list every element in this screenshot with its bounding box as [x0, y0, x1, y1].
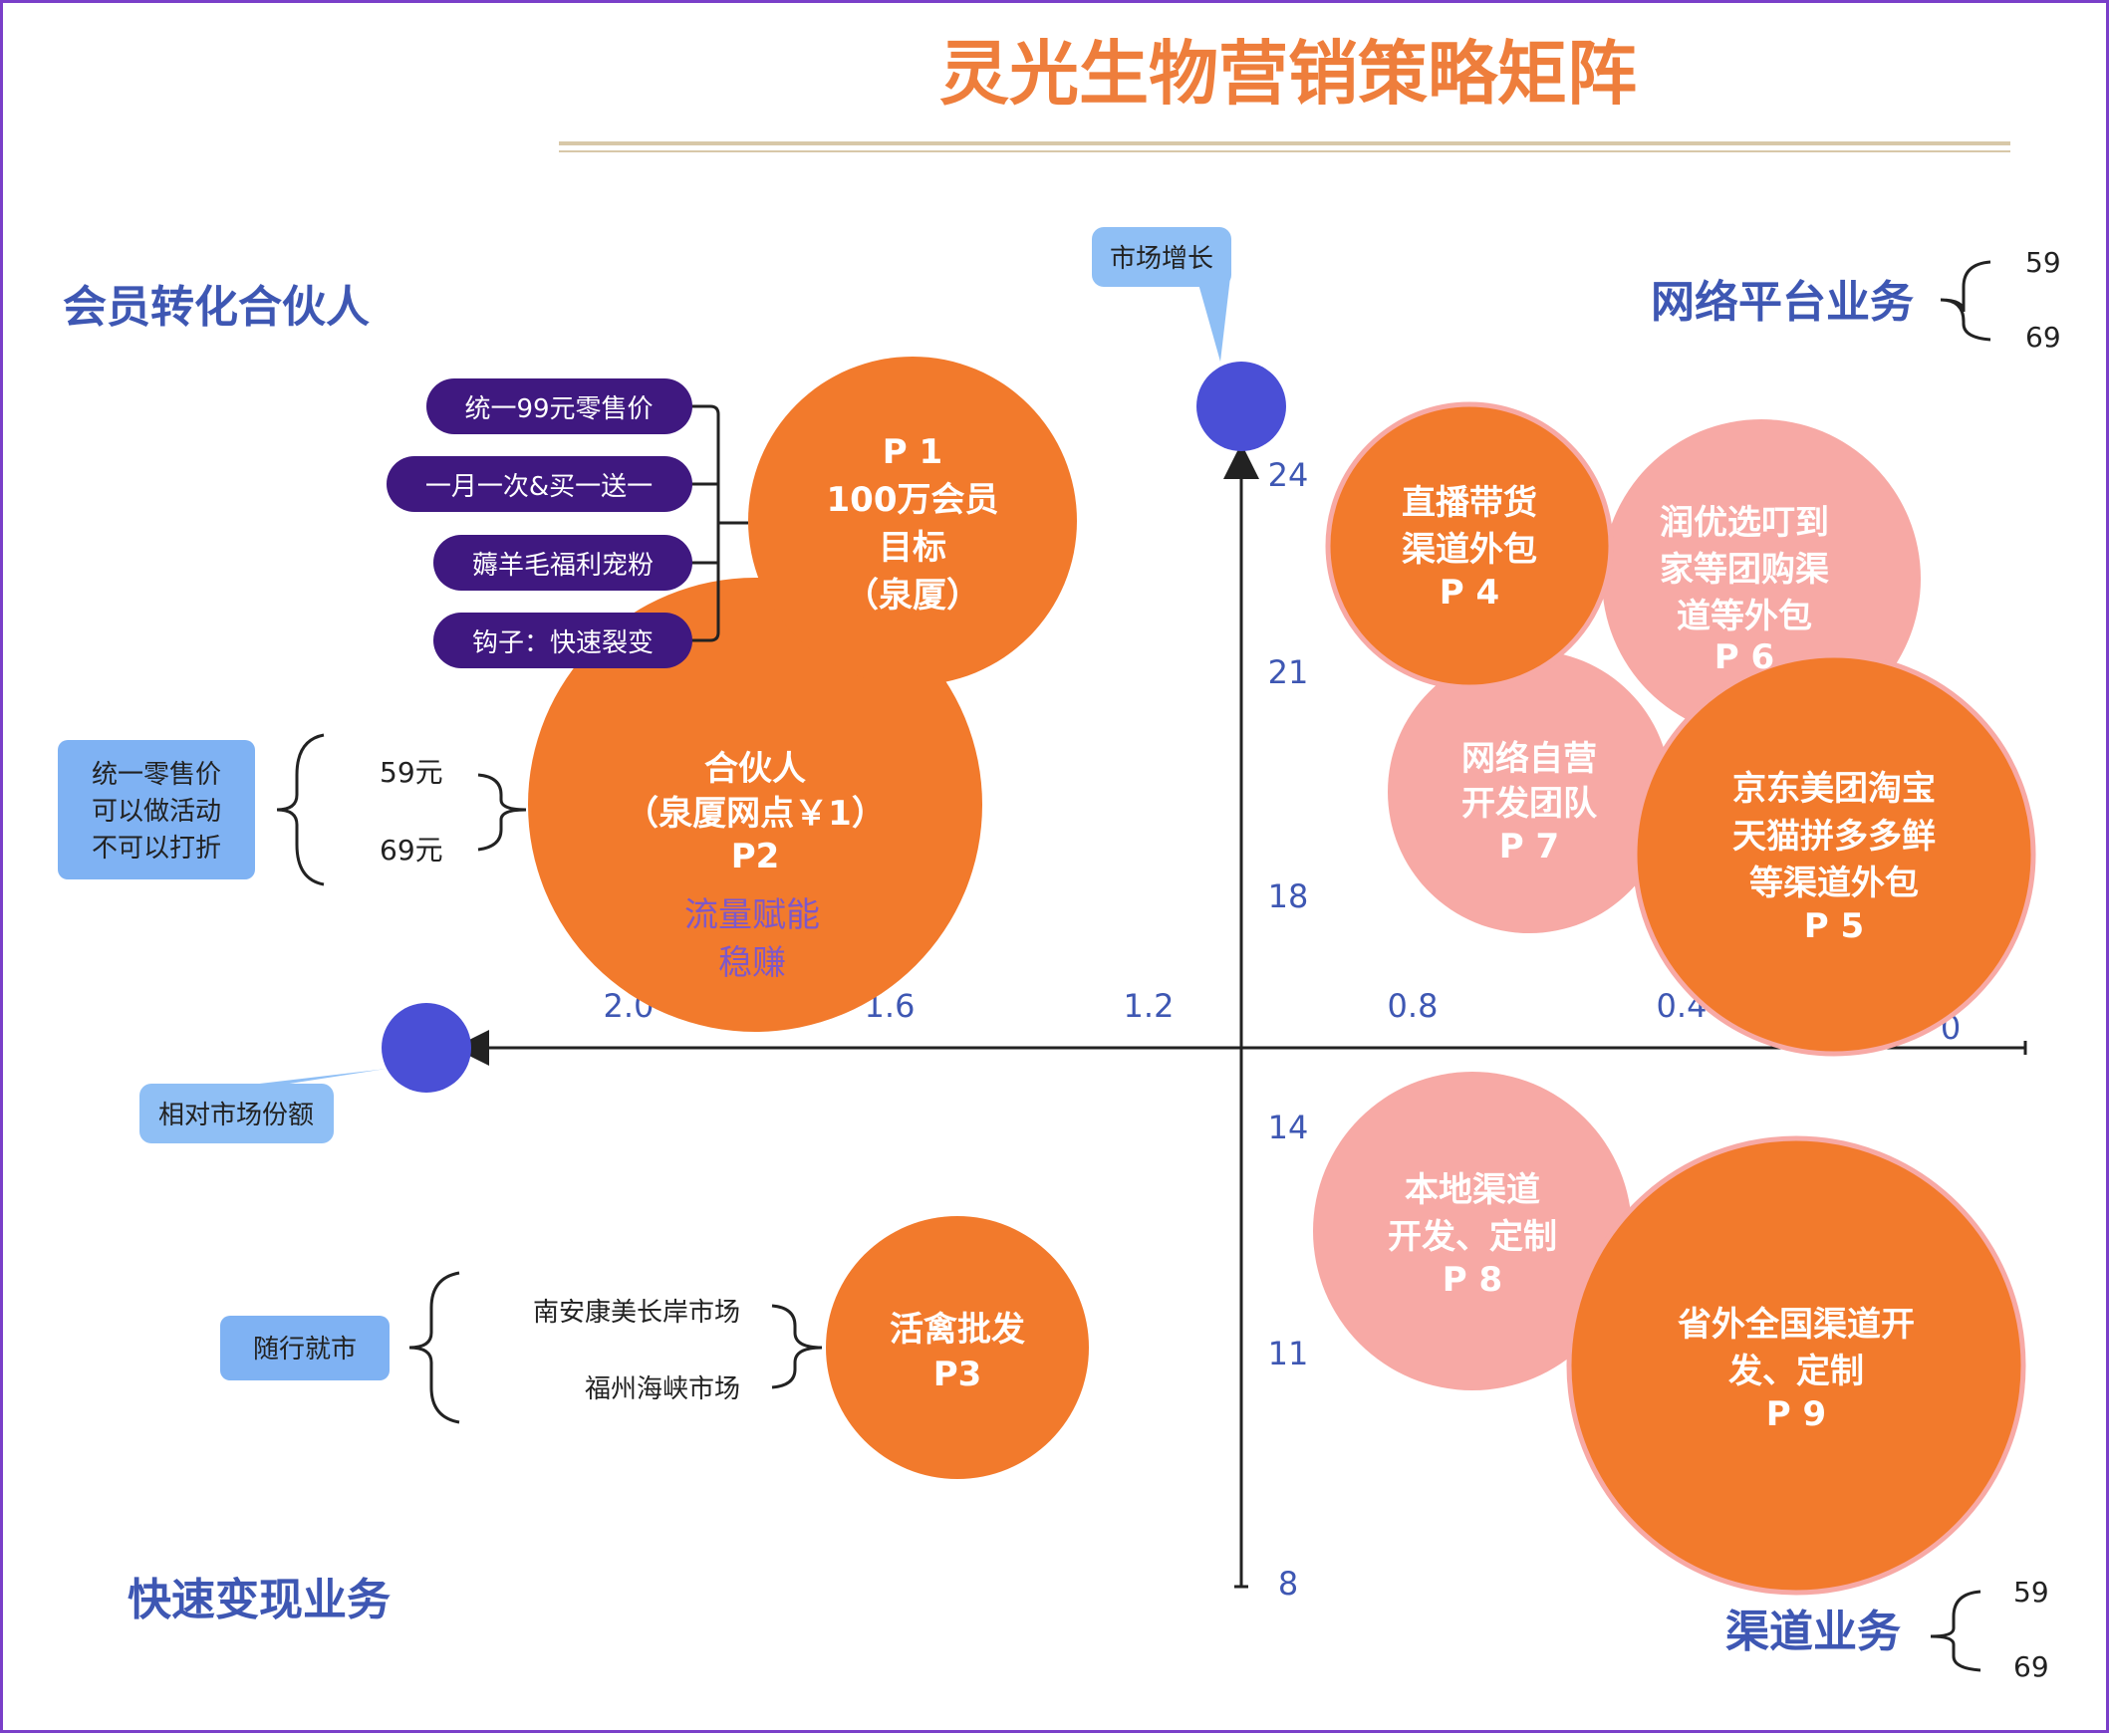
bubble-label-line: 开发团队 [1461, 784, 1598, 824]
matrix-chart: 灵光生物营销策略矩阵 24 21 18 14 11 8 2.0 1.6 1.2 … [58, 33, 2061, 1683]
bubble-label-line: 本地渠道 [1405, 1170, 1540, 1210]
x-tick: 1.2 [1124, 987, 1175, 1025]
bubble-p2-label: 合伙人 （泉厦网点￥1） P2 流量赋能 稳赚 [625, 749, 886, 983]
bubble-label-line: 目标 [879, 528, 946, 568]
bubble-sub-line: 稳赚 [718, 943, 786, 983]
p3-market: 南安康美长岸市场 [533, 1298, 740, 1328]
y-tick: 11 [1268, 1335, 1309, 1372]
price-value: 59 [2025, 246, 2061, 279]
bubble-label-line: P2 [731, 837, 780, 876]
x-tick: 0.8 [1388, 987, 1439, 1025]
y-axis-dot [1196, 362, 1286, 451]
bubble-label-line: P 9 [1766, 1394, 1826, 1434]
y-tick: 21 [1268, 653, 1309, 691]
price-brace [1940, 260, 1991, 342]
quadrant-top-left: 会员转化合伙人 [63, 282, 370, 333]
bubble-p4-label: 直播带货 渠道外包 P 4 [1402, 483, 1537, 613]
bubble-p7-label: 网络自营 开发团队 P 7 [1461, 739, 1598, 867]
bubble-p4 [1325, 401, 1614, 690]
p2-close-brace [477, 773, 527, 852]
bubble-label-line: 直播带货 [1402, 483, 1537, 523]
bubble-label-line: （泉厦） [845, 576, 980, 616]
bubble-p1 [748, 357, 1077, 685]
bubble-label-line: 京东美团淘宝 [1732, 769, 1936, 809]
p2-note-line: 可以做活动 [92, 797, 221, 827]
p3-close-brace [771, 1304, 823, 1389]
page-title: 灵光生物营销策略矩阵 [939, 33, 1637, 115]
x-axis-callout [139, 1084, 334, 1143]
bubble-label-line: 道等外包 [1677, 597, 1812, 636]
bubble-label-line: 100万会员 [827, 480, 999, 520]
y-tick: 14 [1268, 1109, 1309, 1146]
bubble-label-line: 等渠道外包 [1749, 864, 1919, 903]
bubble-label-line: P 7 [1499, 827, 1559, 867]
bubble-label-line: P 8 [1443, 1260, 1502, 1300]
y-axis-label: 市场增长 [1110, 244, 1213, 274]
p1-tag-text: 统一99元零售价 [464, 394, 653, 424]
bubble-label-line: 天猫拼多多鲜 [1732, 817, 1936, 857]
y-axis-callout-tail [1196, 277, 1230, 362]
y-tick: 24 [1268, 456, 1309, 494]
p2-note-box [58, 740, 255, 879]
bubble-label-line: 合伙人 [704, 749, 806, 789]
p1-tag-pill [433, 535, 692, 591]
bubble-p3-label: 活禽批发 P3 [890, 1310, 1025, 1394]
p2-open-brace [276, 733, 325, 886]
p3-note-text: 随行就市 [253, 1335, 357, 1364]
bubble-label-line: （泉厦网点￥1） [625, 794, 886, 834]
y-tick: 8 [1278, 1565, 1298, 1603]
bubble-sub-line: 流量赋能 [684, 895, 820, 935]
bubble-label-line: 家等团购渠 [1660, 550, 1829, 590]
bubble-label-line: 活禽批发 [890, 1310, 1025, 1350]
p3-open-brace [408, 1271, 460, 1424]
y-tick: 18 [1268, 877, 1309, 915]
p2-note-line: 不可以打折 [92, 834, 221, 864]
p3-market: 福州海峡市场 [585, 1374, 740, 1404]
bubble-p9-label: 省外全国渠道开 发、定制 P 9 [1678, 1305, 1915, 1434]
quadrant-top-right: 网络平台业务 [1651, 277, 1914, 328]
price-value: 69 [2025, 321, 2061, 354]
p1-tag-pill [433, 613, 692, 668]
p1-tag-pill [426, 378, 692, 434]
y-axis-callout [1092, 227, 1231, 287]
bubble-label-line: P3 [933, 1355, 982, 1394]
bubble-p8-label: 本地渠道 开发、定制 P 8 [1388, 1170, 1557, 1300]
p2-note-line: 统一零售价 [92, 760, 221, 790]
bubble-label-line: P 6 [1714, 637, 1774, 677]
bubble-p5-label: 京东美团淘宝 天猫拼多多鲜 等渠道外包 P 5 [1732, 769, 1936, 946]
quadrant-bottom-left: 快速变现业务 [128, 1575, 391, 1625]
p2-price: 69元 [380, 834, 443, 867]
bubble-p7 [1388, 650, 1671, 933]
x-axis-dot [382, 1003, 471, 1093]
bubble-p1-label: P 1 100万会员 目标 （泉厦） [827, 432, 999, 616]
p1-tag-pill [387, 456, 692, 512]
price-value: 69 [2013, 1650, 2049, 1683]
p1-tag-connector [690, 404, 748, 642]
bubble-label-line: P 4 [1440, 573, 1499, 613]
bubble-label-line: 润优选叮到 [1660, 503, 1829, 543]
bubble-label-line: 网络自营 [1461, 739, 1597, 779]
p2-price: 59元 [380, 756, 443, 789]
bubble-label-line: P 5 [1804, 906, 1864, 946]
price-brace [1930, 1590, 1981, 1672]
x-axis-label: 相对市场份额 [158, 1101, 314, 1130]
bubble-p2 [528, 578, 982, 1032]
p1-tag-text: 一月一次&买一送一 [425, 472, 653, 502]
bubble-label-line: 渠道外包 [1402, 530, 1537, 570]
bubble-p5 [1632, 652, 2036, 1057]
bubble-label-line: 开发、定制 [1388, 1217, 1557, 1257]
bubble-p3 [826, 1216, 1089, 1479]
bubble-label-line: P 1 [883, 432, 942, 472]
quadrant-bottom-right: 渠道业务 [1725, 1607, 1901, 1657]
p3-note-box [220, 1316, 390, 1380]
bubble-p8 [1313, 1072, 1632, 1390]
bubble-p6-label: 润优选叮到 家等团购渠 道等外包 P 6 [1660, 503, 1829, 677]
p1-tag-text: 薅羊毛福利宠粉 [472, 551, 654, 581]
bubble-label-line: 省外全国渠道开 [1678, 1305, 1915, 1345]
p1-tag-text: 钩子：快速裂变 [472, 628, 654, 658]
bubble-p9 [1566, 1135, 2026, 1596]
price-value: 59 [2013, 1576, 2049, 1609]
bubble-label-line: 发、定制 [1728, 1352, 1864, 1391]
